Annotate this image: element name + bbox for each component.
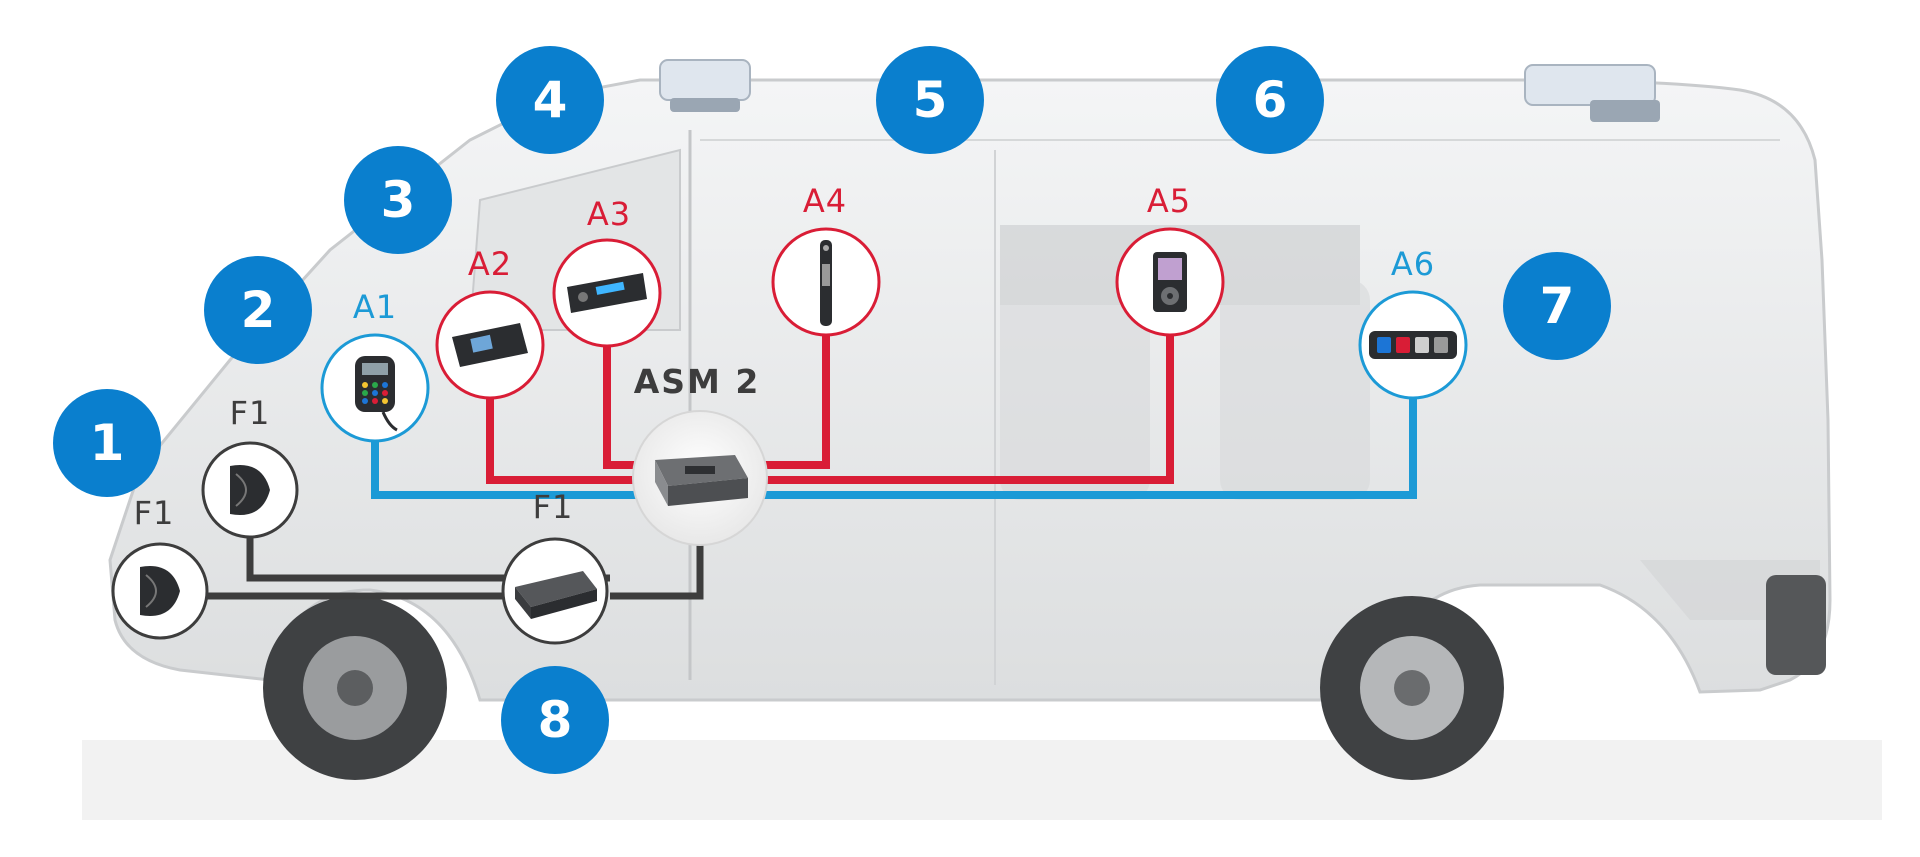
device-a3-2: A3 [552,195,662,348]
device-label: F1 [134,494,175,532]
device-label: A5 [1147,182,1191,220]
asm2-device-icon [655,455,748,506]
device-label: F1 [533,488,574,526]
badge-circle [1216,46,1324,154]
step-badge-3: 3 [344,146,452,254]
badge-circle [501,666,609,774]
step-badge-7: 7 [1503,252,1611,360]
badge-number: 4 [533,71,568,129]
mobile-radio-icon [452,323,528,367]
badge-number: 7 [1540,277,1575,335]
step-badge-1: 1 [53,389,161,497]
speaker-icon [140,566,180,616]
handheld-radio-icon [820,240,832,326]
step-badge-6: 6 [1216,46,1324,154]
speaker-icon [230,465,270,515]
badge-number: 1 [90,414,125,472]
step-badge-2: 2 [204,256,312,364]
device-label: A3 [587,195,631,233]
car-stereo-icon [567,273,647,313]
badge-circle [53,389,161,497]
control-panel-icon [355,356,398,432]
device-f1-6: F1 [201,394,299,539]
badge-number: 5 [913,71,948,129]
central-unit-asm2: ASM 2 [632,362,768,546]
device-label: A6 [1391,245,1435,283]
badge-number: 8 [538,691,573,749]
device-f1-8: F1 [501,488,609,645]
badge-number: 6 [1253,71,1288,129]
device-f1-7: F1 [111,494,209,640]
device-label: F1 [230,394,271,432]
badge-number: 3 [381,171,416,229]
badge-circle [344,146,452,254]
device-a2-1: A2 [435,245,545,400]
roof-lightbar-front [659,59,751,112]
badge-circle [876,46,984,154]
rear-wheel [1320,596,1504,780]
switch-panel-icon [1369,331,1457,359]
badges-layer: 1 2 3 4 5 6 7 8 [53,46,1611,774]
step-badge-8: 8 [501,666,609,774]
front-wheel [263,596,447,780]
badge-circle [1503,252,1611,360]
central-unit-label: ASM 2 [634,362,761,401]
device-label: A2 [468,245,512,283]
badge-circle [496,46,604,154]
media-player-icon [1153,252,1187,312]
device-a5-4: A5 [1115,182,1225,337]
step-badge-4: 4 [496,46,604,154]
blue-audio-wiring [371,395,1417,499]
device-a6-5: A6 [1358,245,1468,400]
device-a4-3: A4 [771,182,881,337]
step-badge-5: 5 [876,46,984,154]
badge-circle [204,256,312,364]
amplifier-icon [515,571,597,619]
badge-number: 2 [241,281,276,339]
device-label: A4 [803,182,847,220]
device-a1-0: A1 [320,288,430,443]
device-label: A1 [353,288,397,326]
roof-lightbar-rear [1524,64,1660,122]
